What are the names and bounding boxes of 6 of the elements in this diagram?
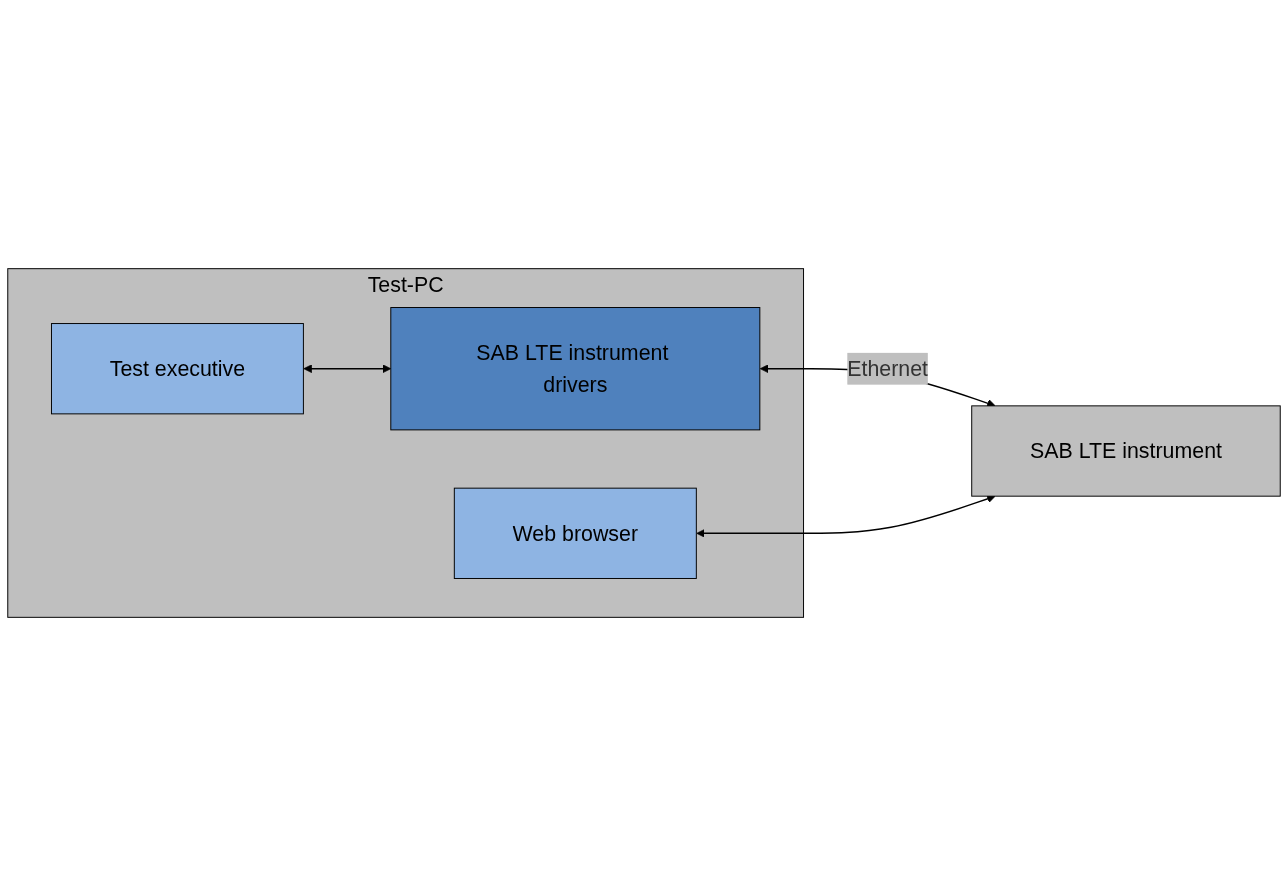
node-box: Test executive <box>51 323 304 415</box>
node-box: Web browser <box>453 487 697 579</box>
arrow <box>303 364 392 373</box>
node-box: SAB LTE instrument <box>971 405 1281 497</box>
node-box: SAB LTE instrument drivers <box>390 307 761 431</box>
edge-label: Ethernet <box>847 356 929 381</box>
